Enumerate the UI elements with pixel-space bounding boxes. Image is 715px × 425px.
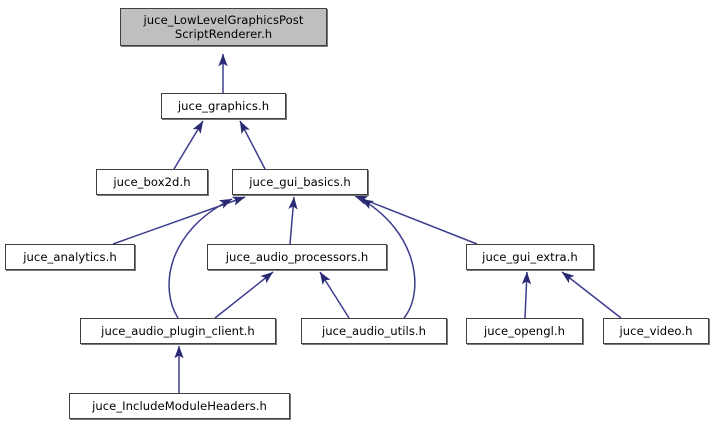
node-label: juce_gui_extra.h bbox=[482, 250, 578, 264]
node-include_module_headers[interactable]: juce_IncludeModuleHeaders.h bbox=[69, 393, 290, 419]
node-video[interactable]: juce_video.h bbox=[603, 318, 709, 344]
node-opengl[interactable]: juce_opengl.h bbox=[466, 318, 583, 344]
node-label: juce_gui_basics.h bbox=[249, 175, 351, 189]
node-audio_processors[interactable]: juce_audio_processors.h bbox=[207, 244, 387, 270]
edge-gui_basics-to-graphics bbox=[239, 120, 266, 170]
edge-opengl-to-gui_extra bbox=[521, 271, 532, 319]
edge-audio_utils-to-audio_processors bbox=[319, 271, 350, 319]
node-label: juce_video.h bbox=[619, 324, 693, 338]
edge-gui_extra-to-gui_basics bbox=[354, 195, 478, 245]
node-label: juce_audio_utils.h bbox=[321, 324, 427, 338]
node-graphics[interactable]: juce_graphics.h bbox=[161, 93, 286, 119]
edge-audio_plugin_client-to-gui_basics bbox=[168, 198, 233, 319]
edge-box2d-to-graphics bbox=[173, 120, 204, 170]
node-label: juce_IncludeModuleHeaders.h bbox=[92, 399, 267, 413]
node-label: juce_opengl.h bbox=[483, 324, 566, 338]
edges-group bbox=[112, 53, 622, 393]
edge-audio_utils-to-gui_basics bbox=[360, 198, 416, 319]
node-analytics[interactable]: juce_analytics.h bbox=[5, 244, 135, 270]
node-label: juce_LowLevelGraphicsPost ScriptRenderer… bbox=[143, 13, 304, 41]
node-label: juce_audio_processors.h bbox=[225, 250, 369, 264]
node-gui_basics[interactable]: juce_gui_basics.h bbox=[232, 169, 368, 195]
node-audio_plugin_client[interactable]: juce_audio_plugin_client.h bbox=[80, 318, 276, 344]
node-label: juce_analytics.h bbox=[23, 250, 117, 264]
edge-audio_plugin_client-to-audio_processors bbox=[214, 271, 274, 319]
node-label: juce_audio_plugin_client.h bbox=[101, 324, 255, 338]
node-label: juce_box2d.h bbox=[113, 175, 191, 189]
node-audio_utils[interactable]: juce_audio_utils.h bbox=[301, 318, 447, 344]
edge-video-to-gui_extra bbox=[561, 271, 622, 319]
node-box2d[interactable]: juce_box2d.h bbox=[96, 169, 208, 195]
node-root[interactable]: juce_LowLevelGraphicsPost ScriptRenderer… bbox=[120, 8, 327, 46]
edge-analytics-to-gui_basics bbox=[112, 196, 246, 245]
node-gui_extra[interactable]: juce_gui_extra.h bbox=[466, 244, 594, 270]
edge-audio_processors-to-gui_basics bbox=[288, 196, 298, 245]
node-label: juce_graphics.h bbox=[177, 99, 270, 113]
